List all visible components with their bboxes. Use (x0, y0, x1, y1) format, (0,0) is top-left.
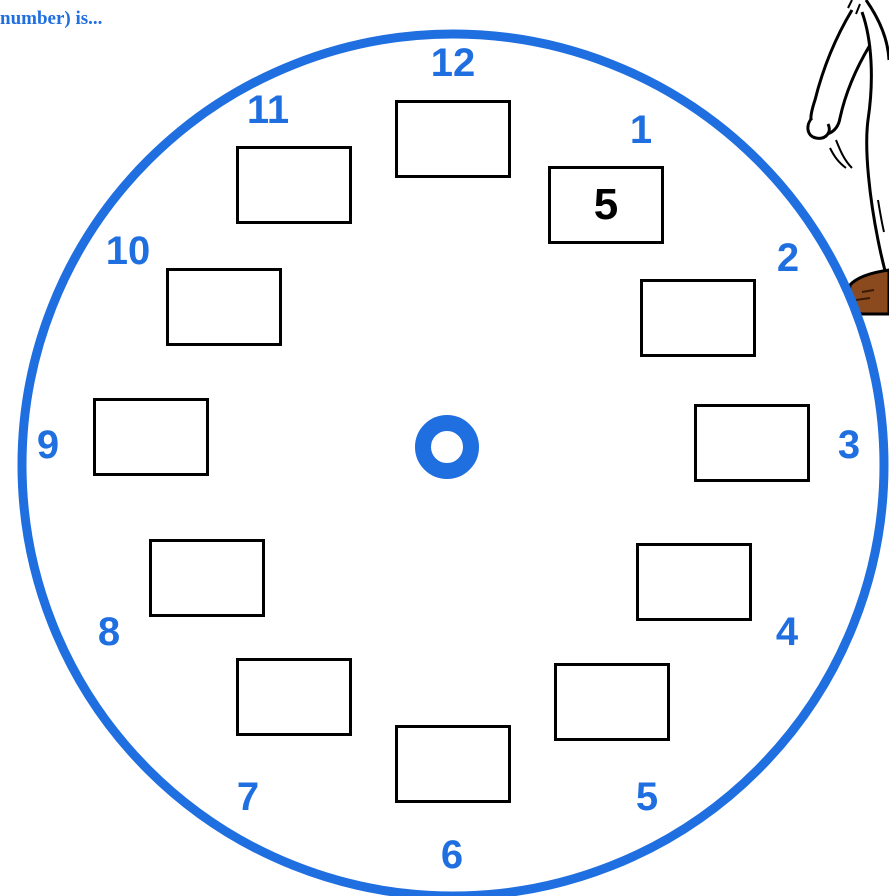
answer-box-5[interactable] (554, 663, 670, 741)
answer-box-12[interactable] (395, 100, 511, 178)
answer-box-2[interactable] (640, 279, 756, 357)
hour-label-5: 5 (636, 777, 658, 817)
answer-box-4[interactable] (636, 543, 752, 621)
hour-label-11: 11 (247, 90, 289, 130)
answer-box-9[interactable] (93, 398, 209, 476)
hour-label-4: 4 (776, 612, 798, 652)
hour-label-10: 10 (106, 231, 151, 271)
hour-label-9: 9 (37, 425, 59, 465)
answer-box-1[interactable]: 5 (548, 166, 664, 244)
answer-box-7[interactable] (236, 658, 352, 736)
clock-center-hub (423, 423, 471, 471)
hour-label-2: 2 (777, 238, 799, 278)
hour-label-1: 1 (630, 110, 652, 150)
hour-label-8: 8 (98, 612, 120, 652)
hour-label-3: 3 (838, 425, 860, 465)
answer-box-3[interactable] (694, 404, 810, 482)
answer-box-8[interactable] (149, 539, 265, 617)
answer-box-6[interactable] (395, 725, 511, 803)
hour-label-12: 12 (431, 43, 476, 83)
answer-box-10[interactable] (166, 268, 282, 346)
instruction-text: number) is... (0, 8, 102, 30)
answer-box-11[interactable] (236, 146, 352, 224)
hour-label-7: 7 (237, 777, 259, 817)
hour-label-6: 6 (441, 835, 463, 875)
